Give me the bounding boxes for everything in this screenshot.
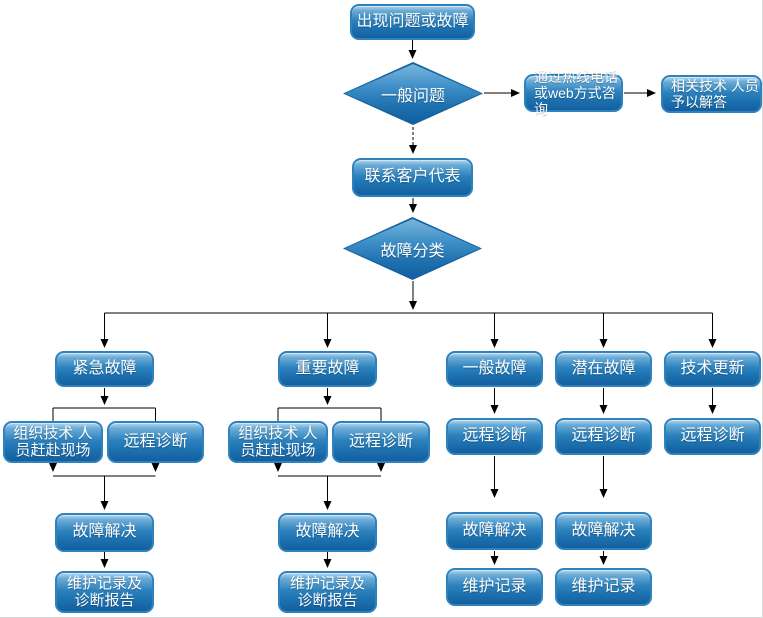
node-record-urgent: 维护记录及 诊断报告	[55, 571, 154, 613]
decision-fault-classify-label: 故障分类	[380, 242, 445, 260]
node-resolve-urgent: 故障解决	[55, 513, 154, 552]
node-contact-rep: 联系客户代表	[352, 158, 473, 197]
node-hotline-consult: 通过热线电话 或web方式咨询	[524, 69, 623, 117]
node-record-important: 维护记录及 诊断报告	[278, 571, 377, 613]
node-start: 出现问题或故障	[350, 4, 475, 40]
node-remote-diag-general: 远程诊断	[446, 418, 543, 455]
node-important-fault: 重要故障	[278, 351, 377, 387]
connector-lines	[49, 40, 717, 568]
node-remote-diag-update: 远程诊断	[664, 418, 761, 455]
node-urgent-fault: 紧急故障	[55, 351, 154, 387]
node-onsite-team-important: 组织技术 人 员赶赴现场	[228, 421, 328, 463]
node-onsite-team-urgent: 组织技术 人 员赶赴现场	[3, 421, 103, 463]
node-tech-answer: 相关技术 人员 予以解答	[661, 75, 762, 113]
node-potential-fault: 潜在故障	[555, 351, 652, 387]
node-resolve-general: 故障解决	[446, 512, 543, 550]
decision-general-question: 一般问题	[343, 62, 483, 125]
node-general-fault: 一般故障	[446, 351, 543, 387]
node-record-general: 维护记录	[446, 568, 543, 606]
node-resolve-important: 故障解决	[278, 513, 377, 552]
node-remote-diag-potential: 远程诊断	[555, 418, 652, 455]
node-remote-diag-urgent: 远程诊断	[107, 421, 204, 463]
decision-fault-classify: 故障分类	[343, 217, 482, 280]
node-remote-diag-important: 远程诊断	[332, 421, 430, 463]
node-record-potential: 维护记录	[555, 568, 652, 606]
node-resolve-potential: 故障解决	[555, 512, 652, 550]
node-tech-update: 技术更新	[664, 351, 761, 387]
decision-general-question-label: 一般问题	[380, 87, 445, 105]
